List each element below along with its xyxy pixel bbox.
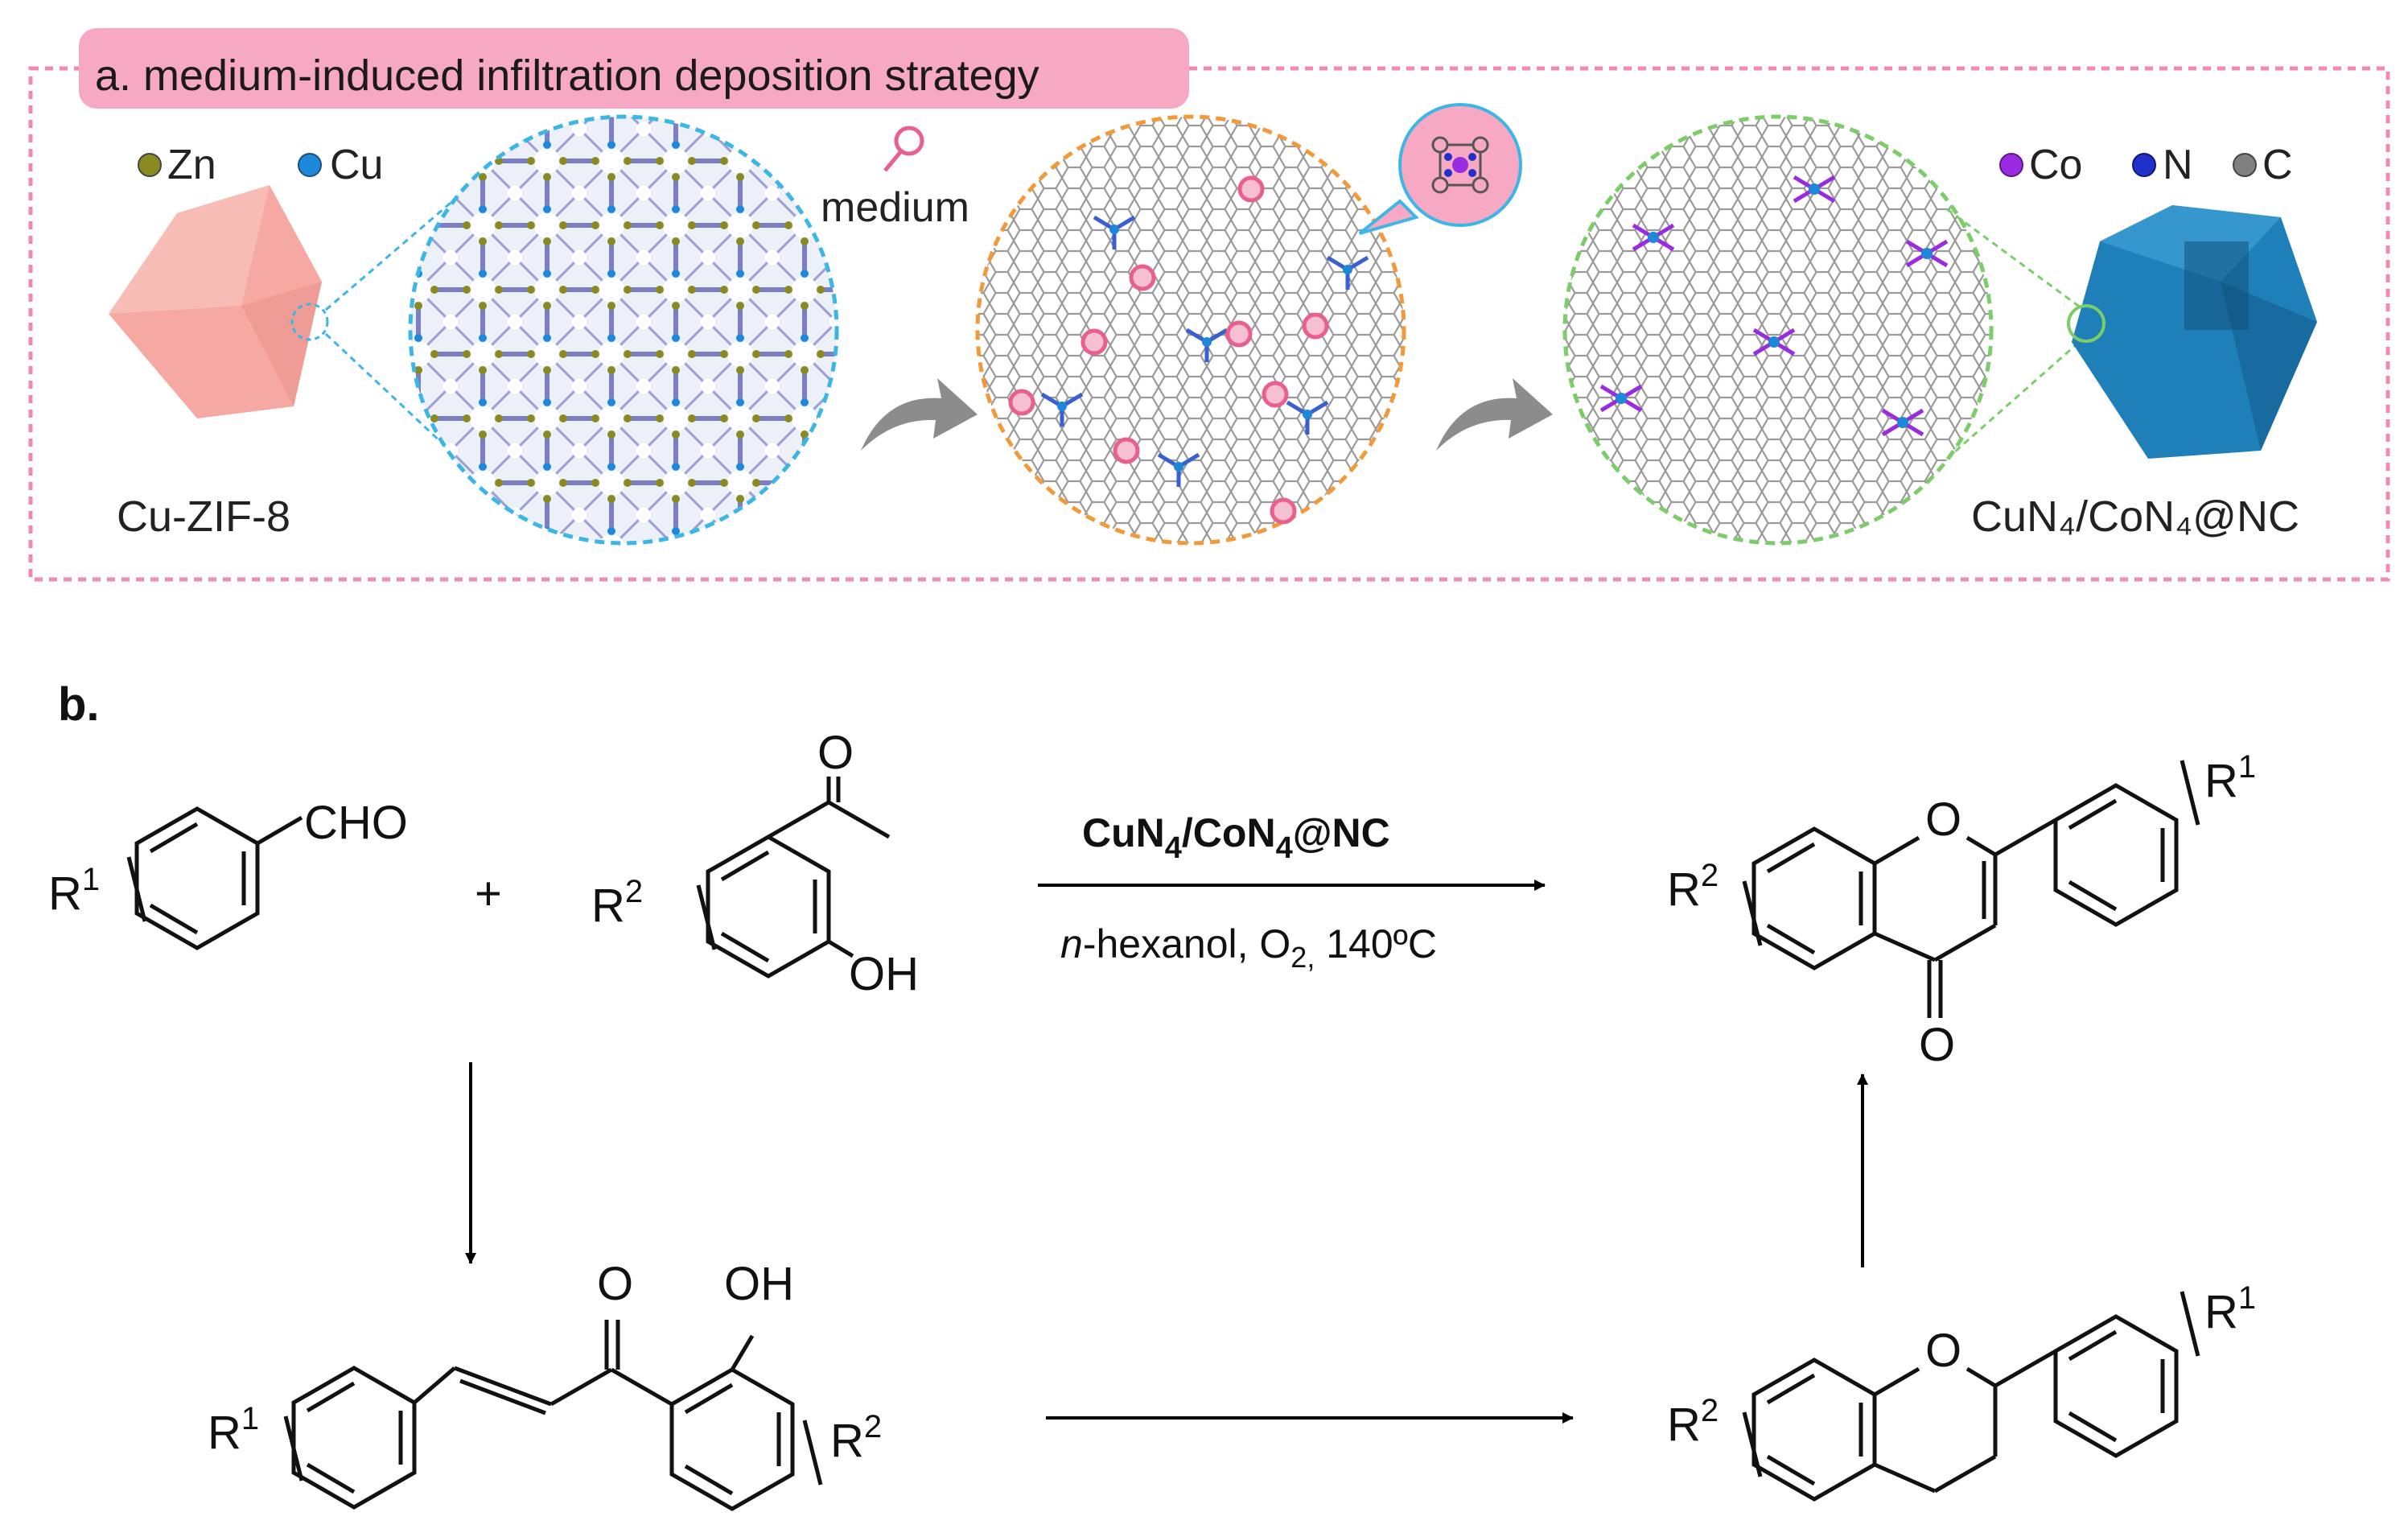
flavone-carbonyl-o-label: O: [1919, 1019, 1955, 1071]
co-legend-dot: [1999, 153, 2023, 177]
n-legend-dot: [2132, 153, 2156, 177]
panel-b-label: b.: [58, 678, 100, 731]
zoom-origin-right: [2067, 304, 2105, 343]
chalcone-o-label: O: [597, 1258, 633, 1310]
co-legend-label: Co: [2029, 142, 2082, 188]
left-caption: Cu-ZIF-8: [117, 492, 290, 541]
cu-legend-label: Cu: [330, 142, 383, 188]
r1-label-chalcone: R1: [208, 1401, 259, 1459]
n-legend-label: N: [2163, 142, 2193, 188]
panel-a-title-bg: [79, 28, 1189, 109]
hydroxyacetophenone-structure: [696, 777, 891, 979]
panel-a-frame: [28, 66, 2390, 582]
flavan-ring-o-label: O: [1925, 1325, 1961, 1377]
r2-label-1: R2: [591, 874, 643, 932]
panel-b: b. CHO R1 + O OH R2 CuN4/CoN4@NC n-hexan: [48, 678, 2256, 1511]
r2-label-chalcone: R2: [830, 1409, 882, 1467]
r2-label-flavan: R2: [1667, 1393, 1719, 1451]
conditions-label: n-hexanol, O2, 140ºC: [1060, 921, 1437, 974]
cun4-con4-nc-crystal: [2072, 205, 2317, 459]
infiltration-circle: [975, 114, 1406, 546]
zoom-origin-left: [290, 303, 329, 341]
c-legend-label: C: [2262, 142, 2293, 188]
catalyst-label: CuN4/CoN4@NC: [1082, 810, 1390, 865]
benzaldehyde-structure: [126, 806, 303, 950]
medium-label: medium: [821, 184, 969, 231]
chalcone-structure: [283, 1320, 823, 1511]
c-legend-dot: [2233, 153, 2257, 177]
cu-zif-8-crystal: [109, 185, 322, 418]
panel-a: a. medium-induced infiltration depositio…: [28, 28, 2390, 582]
cu-legend-dot: [298, 153, 322, 177]
plus-sign: +: [475, 867, 502, 920]
r1-label-flavone: R1: [2204, 749, 2256, 807]
flavan-structure: [1742, 1291, 2200, 1502]
zif-framework-circle: [408, 114, 839, 546]
flavone-structure: [1742, 760, 2200, 1018]
cho-label: CHO: [304, 797, 408, 849]
panel-a-title: a. medium-induced infiltration depositio…: [95, 52, 1039, 100]
zoom-line-right-top: [1946, 208, 2085, 311]
medium-droplet-icon: [883, 126, 924, 172]
right-caption: CuN₄/CoN₄@NC: [1971, 492, 2299, 541]
r2-label-flavone: R2: [1667, 858, 1719, 916]
flavone-ring-o-label: O: [1925, 793, 1961, 846]
phenol-oh-label-1: OH: [849, 948, 919, 1000]
ketone-o-label: O: [817, 727, 854, 779]
zn-legend-dot: [138, 153, 162, 177]
process-arrow-2: [1436, 378, 1553, 451]
process-arrow-1: [861, 378, 978, 451]
zn-legend-label: Zn: [167, 142, 216, 188]
single-atom-circle: [1562, 114, 1994, 546]
chalcone-oh-label: OH: [724, 1258, 794, 1310]
callout-bubble: [1358, 103, 1522, 235]
r1-label-flavan: R1: [2204, 1280, 2256, 1338]
r1-label-1: R1: [48, 862, 100, 920]
zoom-line-right-bottom: [1946, 336, 2085, 460]
